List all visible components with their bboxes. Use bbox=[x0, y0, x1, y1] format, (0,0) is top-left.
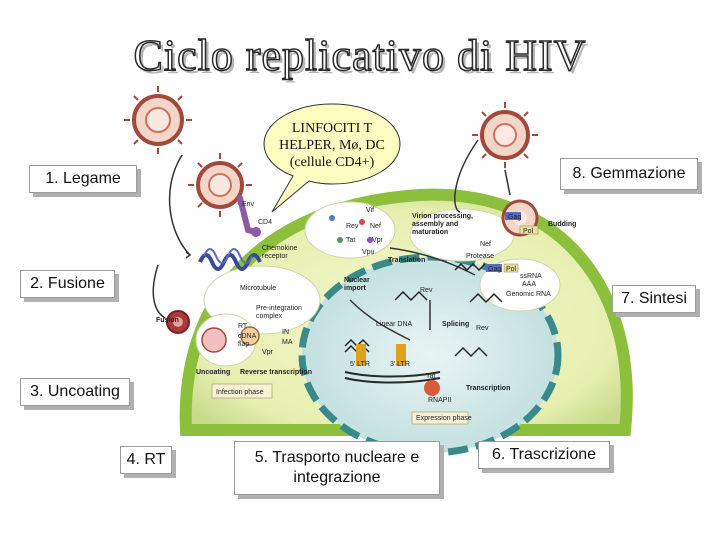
label-vpr: Vpr bbox=[262, 349, 274, 356]
label-pol-mid: Pol bbox=[506, 266, 517, 273]
label-transcription: Transcription bbox=[466, 385, 510, 392]
label-in: IN bbox=[282, 329, 289, 336]
hiv-virion-top-right bbox=[472, 102, 538, 168]
label-nef-cyto: Nef bbox=[370, 223, 381, 230]
label-tat: Tat bbox=[426, 373, 435, 380]
label-chemokine-2: receptor bbox=[262, 253, 288, 260]
label-flap: flap bbox=[238, 341, 249, 348]
label-3ltr: 3' LTR bbox=[390, 361, 410, 368]
label-fusion: Fusion bbox=[156, 317, 179, 324]
label-nuclear-1: Nuclear bbox=[344, 277, 370, 284]
label-cdna: cDNA bbox=[238, 333, 257, 340]
hiv-virion-binding bbox=[188, 153, 252, 217]
label-preint-1: Pre-integration bbox=[256, 305, 302, 312]
label-microtubule: Microtubule bbox=[240, 285, 276, 292]
label-env: Env bbox=[242, 201, 255, 208]
step-5-line-1: 5. Trasporto nucleare e bbox=[254, 449, 420, 466]
label-ma: MA bbox=[282, 339, 293, 346]
step-4-rt: 4. RT bbox=[120, 446, 172, 474]
label-nuclear-2: import bbox=[344, 285, 366, 292]
label-splicing: Splicing bbox=[442, 321, 469, 328]
label-rt: RT bbox=[238, 323, 248, 330]
label-genomic-rna: Genomic RNA bbox=[506, 291, 551, 298]
label-expression-phase: Expression phase bbox=[416, 415, 472, 422]
label-reverse-transcription: Reverse transcription bbox=[240, 369, 312, 376]
target-cells-callout bbox=[263, 103, 401, 213]
cycle-arrows bbox=[152, 139, 511, 341]
hiv-virion-top-left bbox=[124, 86, 192, 154]
label-infection-phase: Infection phase bbox=[216, 389, 264, 396]
label-translation: Translation bbox=[388, 257, 425, 264]
cytoplasm-compartments bbox=[195, 201, 561, 425]
label-rev-nucleus: Rev bbox=[420, 287, 433, 294]
label-tat-cyto: Tat bbox=[346, 237, 355, 244]
gag-pol-markers bbox=[486, 212, 539, 273]
label-budding: Budding bbox=[548, 221, 576, 228]
label-virion-3: maturation bbox=[412, 229, 448, 236]
viral-protein-cluster bbox=[329, 215, 373, 243]
label-virion-1: Virion processing, bbox=[412, 213, 473, 220]
label-rev-right: Rev bbox=[476, 325, 489, 332]
label-rev-cyto: Rev bbox=[346, 223, 359, 230]
label-protease: Protease bbox=[466, 253, 494, 260]
chemokine-receptor bbox=[198, 248, 262, 271]
step-7-sintesi: 7. Sintesi bbox=[612, 285, 696, 313]
label-vif: Vif bbox=[366, 207, 374, 214]
target-cells-line-1: LINFOCITI T bbox=[291, 121, 373, 136]
label-rnapii: RNAPII bbox=[428, 397, 451, 404]
label-chemokine-1: Chemokine bbox=[262, 245, 298, 252]
step-8-gemmazione: 8. Gemmazione bbox=[560, 158, 698, 190]
fusion-particle bbox=[166, 310, 190, 334]
step-3-uncoating: 3. Uncoating bbox=[20, 378, 130, 406]
label-uncoating: Uncoating bbox=[196, 369, 230, 376]
label-vpr-cyto: Vpr bbox=[372, 237, 384, 244]
step-2-fusione: 2. Fusione bbox=[20, 270, 115, 298]
integrated-provirus bbox=[344, 344, 441, 396]
step-6-trascrizione: 6. Trascrizione bbox=[478, 441, 610, 469]
label-gag-top: Gag bbox=[508, 214, 521, 221]
label-5ltr: 5' LTR bbox=[350, 361, 370, 368]
step-5-trasporto: 5. Trasporto nucleare e integrazione bbox=[234, 441, 440, 495]
label-vpu: Vpu bbox=[362, 249, 375, 256]
label-ssrna: ssRNA bbox=[520, 273, 542, 280]
target-cells-text: LINFOCITI T HELPER, Mø, DC (cellule CD4+… bbox=[262, 120, 402, 171]
label-nef-right: Nef bbox=[480, 241, 491, 248]
label-preint-2: complex bbox=[256, 313, 283, 320]
slide-title: Ciclo replicativo di HIV bbox=[133, 30, 587, 81]
target-cells-line-2: HELPER, Mø, DC bbox=[279, 138, 385, 153]
step-1-legame: 1. Legame bbox=[29, 165, 137, 193]
cd4-receptor bbox=[237, 195, 261, 237]
label-gag-mid: Gag bbox=[488, 266, 501, 273]
pre-integration-complex bbox=[201, 326, 260, 353]
label-cd4: CD4 bbox=[258, 219, 272, 226]
target-cells-line-3: (cellule CD4+) bbox=[289, 155, 375, 170]
label-virion-2: assembly and bbox=[412, 221, 458, 228]
label-aaa: AAA bbox=[522, 281, 536, 288]
label-pol-top: Pol bbox=[523, 228, 534, 235]
label-linear-dna: Linear DNA bbox=[376, 321, 413, 328]
step-5-line-2: integrazione bbox=[293, 469, 381, 486]
